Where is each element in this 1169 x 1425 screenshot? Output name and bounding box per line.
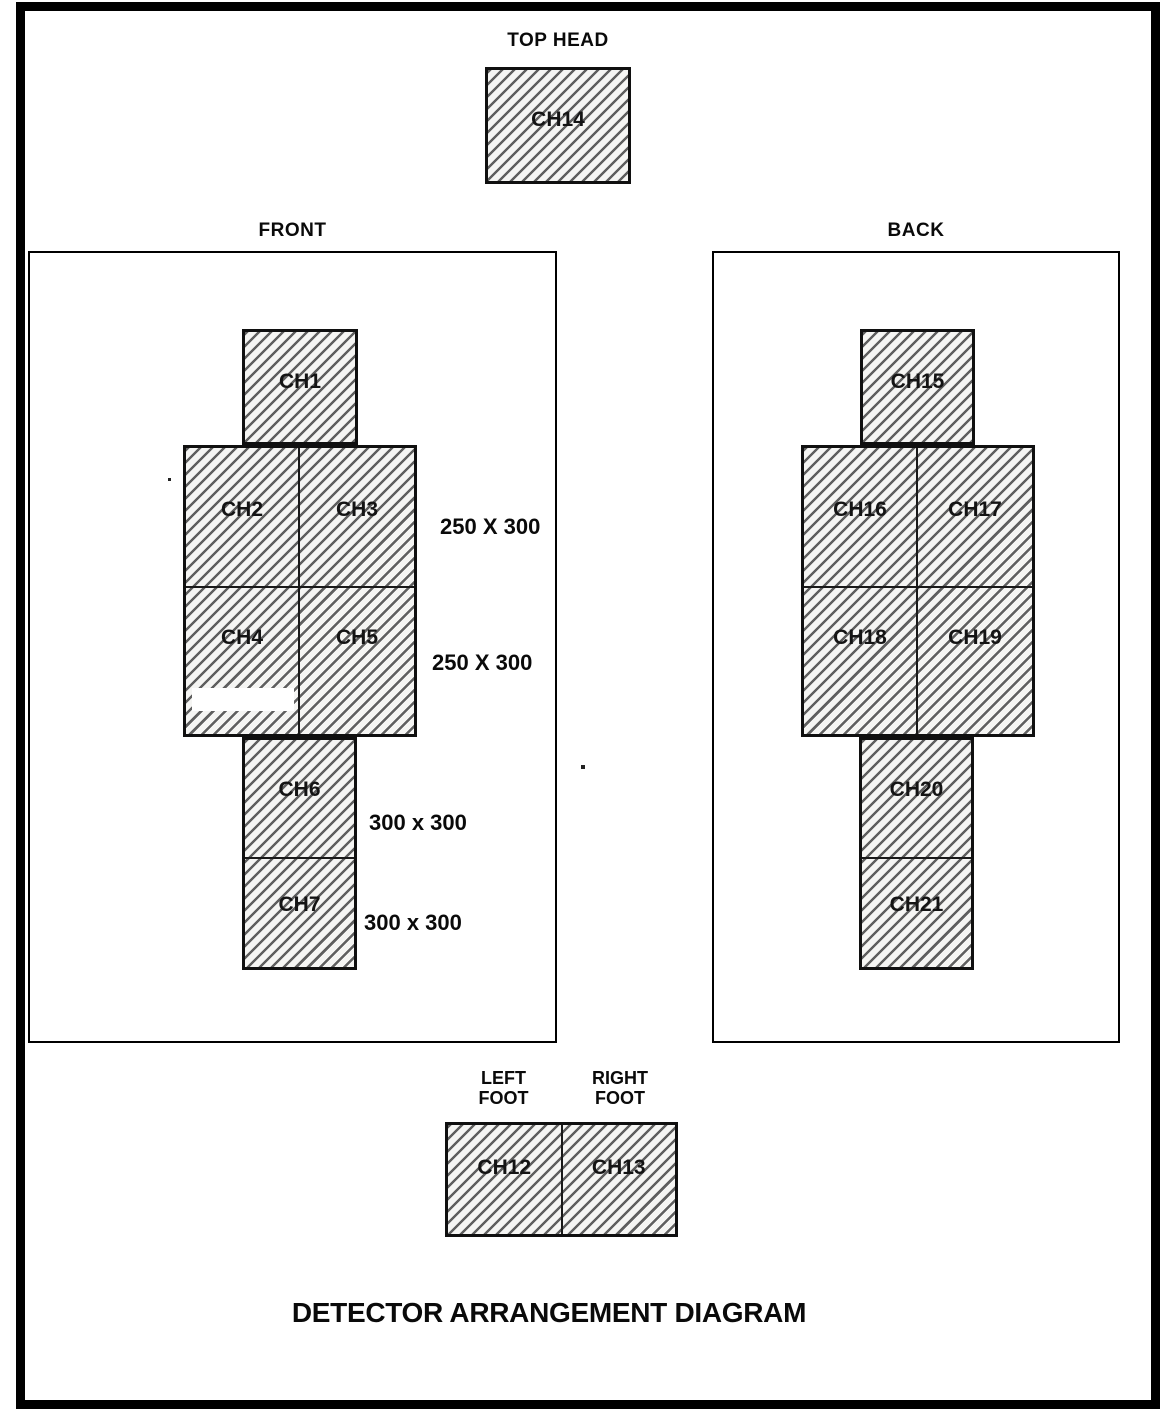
detector-ch3: CH3 bbox=[300, 448, 414, 589]
torso-dim-lower: 250 X 300 bbox=[432, 650, 533, 675]
detector-ch6: CH6 bbox=[245, 740, 354, 859]
detector-ch16: CH16 bbox=[804, 448, 918, 589]
left-foot-label-line2: FOOT bbox=[478, 1088, 529, 1108]
ch20-label: CH20 bbox=[889, 778, 944, 802]
ch1-label: CH1 bbox=[278, 369, 322, 393]
detector-ch13: CH13 bbox=[563, 1125, 676, 1234]
right-foot-label: RIGHT FOOT bbox=[562, 1068, 678, 1108]
back-leg-column: CH20 CH21 bbox=[859, 737, 974, 970]
whiteout-patch bbox=[192, 688, 294, 711]
ch13-label: CH13 bbox=[591, 1155, 646, 1179]
detector-ch12: CH12 bbox=[448, 1125, 563, 1234]
leg-dim-upper: 300 x 300 bbox=[369, 810, 467, 835]
ch14-label: CH14 bbox=[531, 107, 585, 131]
detector-ch7: CH7 bbox=[245, 859, 354, 967]
feet-box: CH12 CH13 bbox=[445, 1122, 678, 1237]
ch12-label: CH12 bbox=[477, 1155, 532, 1179]
detector-ch5: CH5 bbox=[300, 588, 414, 734]
torso-dim-upper: 250 X 300 bbox=[440, 514, 541, 539]
detector-ch17: CH17 bbox=[918, 448, 1032, 589]
scan-speck bbox=[168, 478, 171, 481]
ch6-label: CH6 bbox=[278, 778, 321, 802]
back-panel: CH15 CH16 CH17 CH18 CH19 CH20 CH21 bbox=[712, 251, 1120, 1043]
detector-ch19: CH19 bbox=[918, 588, 1032, 734]
ch16-label: CH16 bbox=[833, 498, 887, 522]
ch2-label: CH2 bbox=[220, 498, 264, 522]
top-head-label: TOP HEAD bbox=[507, 30, 609, 51]
left-foot-label-line1: LEFT bbox=[481, 1068, 526, 1088]
back-label: BACK bbox=[887, 220, 945, 241]
left-foot-label: LEFT FOOT bbox=[445, 1068, 562, 1108]
ch3-label: CH3 bbox=[335, 498, 379, 522]
detector-ch14: CH14 bbox=[485, 67, 631, 184]
ch18-label: CH18 bbox=[833, 625, 887, 649]
ch17-label: CH17 bbox=[948, 498, 1002, 522]
ch21-label: CH21 bbox=[889, 893, 944, 917]
ch7-label: CH7 bbox=[278, 893, 321, 917]
detector-ch20: CH20 bbox=[862, 740, 971, 859]
front-panel: CH1 CH2 CH3 CH4 CH5 CH6 CH7 250 X 300 25… bbox=[28, 251, 557, 1043]
diagram-title: DETECTOR ARRANGEMENT DIAGRAM bbox=[291, 1297, 807, 1328]
ch4-label: CH4 bbox=[220, 625, 264, 649]
ch5-label: CH5 bbox=[335, 625, 379, 649]
back-torso-grid: CH16 CH17 CH18 CH19 bbox=[801, 445, 1035, 737]
right-foot-label-line1: RIGHT bbox=[592, 1068, 648, 1088]
front-torso-grid: CH2 CH3 CH4 CH5 bbox=[183, 445, 417, 737]
detector-ch18: CH18 bbox=[804, 588, 918, 734]
front-label: FRONT bbox=[258, 220, 327, 241]
scan-speck bbox=[581, 765, 585, 769]
detector-ch4: CH4 bbox=[186, 588, 300, 734]
ch15-label: CH15 bbox=[890, 369, 945, 393]
detector-ch15: CH15 bbox=[860, 329, 975, 445]
front-leg-column: CH6 CH7 bbox=[242, 737, 357, 970]
detector-ch2: CH2 bbox=[186, 448, 300, 589]
ch19-label: CH19 bbox=[948, 625, 1002, 649]
right-foot-label-line2: FOOT bbox=[595, 1088, 645, 1108]
leg-dim-lower: 300 x 300 bbox=[364, 910, 462, 935]
detector-ch21: CH21 bbox=[862, 859, 971, 967]
detector-ch1: CH1 bbox=[242, 329, 358, 445]
